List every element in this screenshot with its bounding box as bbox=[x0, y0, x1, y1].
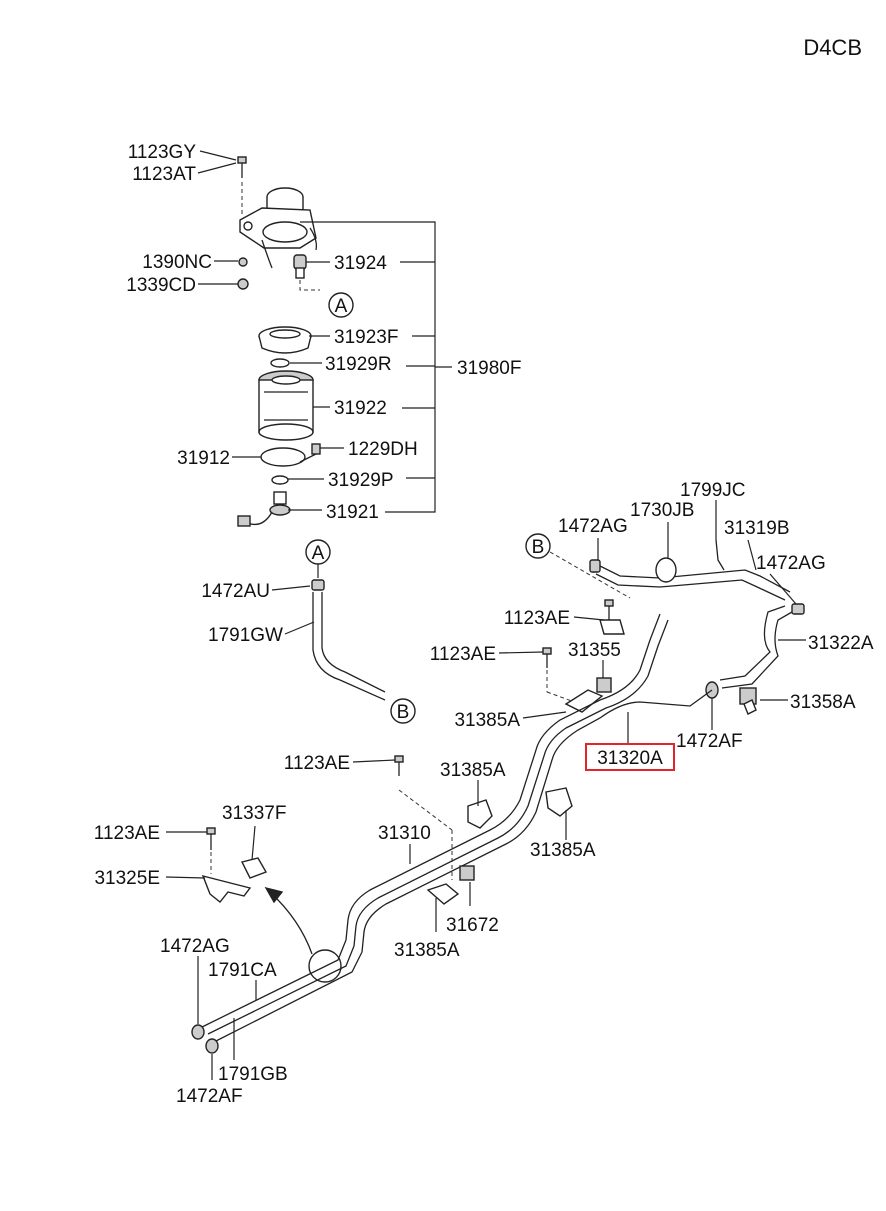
hose-31322a-part bbox=[719, 605, 786, 681]
clip-31672-part bbox=[459, 865, 475, 881]
bolt-1123ae-b-part bbox=[542, 647, 552, 668]
label-1791gw: 1791GW bbox=[208, 625, 283, 646]
label-1730jb: 1730JB bbox=[630, 500, 694, 521]
label-31929r: 31929R bbox=[325, 354, 392, 375]
label-31924: 31924 bbox=[334, 253, 387, 274]
bolt-1229dh-part bbox=[299, 443, 321, 463]
label-31980f: 31980F bbox=[457, 358, 521, 379]
clip-1472ag-bottom-part bbox=[191, 1024, 205, 1040]
fuel-tube-31320a-part bbox=[345, 613, 713, 953]
label-1472af-bottom: 1472AF bbox=[176, 1086, 243, 1107]
callout-b-right: B bbox=[525, 533, 551, 559]
clip-1472au-part bbox=[311, 579, 325, 591]
label-1472au: 1472AU bbox=[201, 581, 270, 602]
label-1123ae-a: 1123AE bbox=[504, 608, 570, 629]
filter-head-part bbox=[239, 187, 318, 269]
label-1123at: 1123AT bbox=[132, 164, 196, 185]
label-31385a-b: 31385A bbox=[440, 760, 506, 781]
bracket-31385a-c-part bbox=[545, 787, 573, 817]
svg-text:A: A bbox=[312, 543, 325, 564]
label-31385a-d: 31385A bbox=[394, 940, 460, 961]
bolt-1123ae-c-part bbox=[394, 755, 404, 776]
label-31319b: 31319B bbox=[724, 518, 790, 539]
bracket-31385a-b-part bbox=[467, 799, 493, 829]
label-1123ae-d: 1123AE bbox=[94, 823, 160, 844]
label-31322a: 31322A bbox=[808, 633, 874, 654]
bracket-31385a-a-part bbox=[564, 689, 604, 713]
svg-text:B: B bbox=[397, 702, 410, 723]
label-31912: 31912 bbox=[177, 448, 230, 469]
label-31385a-a: 31385A bbox=[454, 710, 520, 731]
filter-element-31922-part bbox=[258, 370, 314, 441]
callout-a-lower: A bbox=[305, 539, 331, 565]
label-31310: 31310 bbox=[378, 823, 431, 844]
label-1123ae-c: 1123AE bbox=[284, 753, 350, 774]
filter-cover-31923f-part bbox=[258, 326, 312, 354]
washer-1390nc-part bbox=[238, 257, 248, 267]
label-1123ae-b: 1123AE bbox=[430, 644, 496, 665]
drain-plug-31921-part bbox=[237, 491, 291, 527]
grommet-1730jb-part bbox=[655, 557, 677, 583]
clip-1472ag-right-part bbox=[791, 603, 805, 615]
sensor-31924-part bbox=[293, 254, 307, 279]
hose-1791gw-part bbox=[312, 592, 386, 701]
clip-31337f-part bbox=[240, 857, 268, 879]
bolt-1123ae-d-part bbox=[206, 827, 216, 850]
model-code: D4CB bbox=[803, 35, 862, 60]
bolt-1123gy-part bbox=[237, 156, 247, 178]
label-31320a[interactable]: 31320A bbox=[597, 748, 663, 769]
callout-b-lower: B bbox=[390, 698, 416, 724]
label-1472ag-right: 1472AG bbox=[756, 553, 826, 574]
detail-arrow bbox=[269, 891, 313, 955]
svg-text:B: B bbox=[532, 537, 545, 558]
label-1791gb: 1791GB bbox=[218, 1064, 288, 1085]
label-31923f: 31923F bbox=[334, 327, 398, 348]
callout-a-top: A bbox=[328, 292, 354, 318]
label-31385a-c: 31385A bbox=[530, 840, 596, 861]
clip-31355-part bbox=[596, 677, 612, 693]
label-1791ca: 1791CA bbox=[208, 960, 277, 981]
label-1339cd: 1339CD bbox=[126, 275, 196, 296]
connector-31358a-part bbox=[739, 687, 757, 715]
label-31355: 31355 bbox=[568, 640, 621, 661]
hose-31319b-part bbox=[595, 564, 791, 601]
label-31325e: 31325E bbox=[94, 868, 160, 889]
label-31921: 31921 bbox=[326, 502, 379, 523]
svg-text:A: A bbox=[335, 296, 348, 317]
bolt-1123ae-a-part bbox=[599, 599, 625, 635]
o-ring-31929r-part bbox=[270, 358, 290, 368]
clip-1472af-bottom-part bbox=[205, 1038, 219, 1054]
label-31929p: 31929P bbox=[328, 470, 394, 491]
clip-1472ag-top-part bbox=[589, 559, 601, 573]
highlight-box-31320a bbox=[585, 743, 675, 771]
bracket-31325e-part bbox=[201, 874, 252, 903]
label-1472ag-top: 1472AG bbox=[558, 516, 628, 537]
fuel-tube-31310-part bbox=[199, 939, 363, 1043]
clip-1799jc-part bbox=[715, 539, 725, 571]
label-1123gy: 1123GY bbox=[128, 142, 197, 163]
label-1229dh: 1229DH bbox=[348, 439, 418, 460]
label-31337f: 31337F bbox=[222, 803, 286, 824]
label-31922: 31922 bbox=[334, 398, 387, 419]
label-1472af-mid: 1472AF bbox=[676, 731, 743, 752]
label-31358a: 31358A bbox=[790, 692, 856, 713]
o-ring-31929p-part bbox=[271, 475, 289, 485]
label-31672: 31672 bbox=[446, 915, 499, 936]
detail-circle bbox=[308, 949, 342, 983]
nut-1339cd-part bbox=[237, 278, 249, 290]
label-1390nc: 1390NC bbox=[142, 252, 212, 273]
label-1472ag-bottom: 1472AG bbox=[160, 936, 230, 957]
label-1799jc: 1799JC bbox=[680, 480, 746, 501]
bracket-31385a-d-part bbox=[426, 883, 460, 905]
clamp-31912-part bbox=[260, 447, 306, 467]
